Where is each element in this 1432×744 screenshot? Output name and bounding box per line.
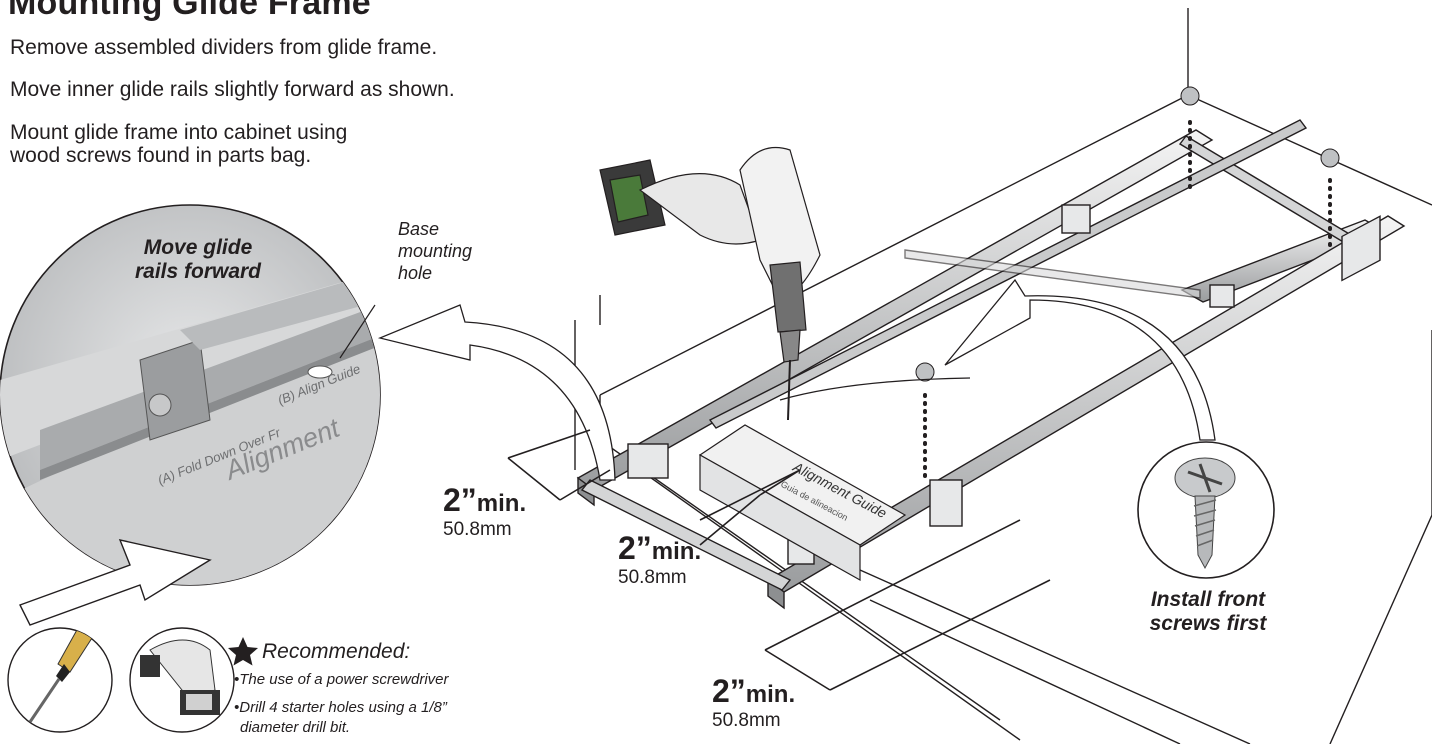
step-move-rails: Move inner glide rails slightly forward … [10, 78, 455, 101]
callout-install-front-screws: Install front screws first [1108, 588, 1308, 636]
drill-circle [129, 627, 235, 733]
step-mount-frame-line1: Mount glide frame into cabinet using [10, 121, 348, 144]
star-icon [228, 637, 258, 666]
recommended-item-starter-holes: •Drill 4 starter holes using a 1/8” [234, 699, 447, 716]
callout-base-line3: hole [398, 263, 433, 283]
callout-move-glide-line1: Move glide [143, 236, 253, 259]
screw-detail-circle [1137, 441, 1275, 579]
dimension-metric: 50.8mm [443, 519, 512, 540]
zoom-detail-circle: (B) Align Guide Alignment (A) Fold Down … [0, 204, 381, 626]
callout-install-line2: screws first [1149, 612, 1267, 635]
forward-arrow-icon [19, 539, 212, 626]
dimension-unit: min. [745, 681, 796, 708]
dimension-metric: 50.8mm [618, 567, 687, 588]
callout-install-line1: Install front [1150, 588, 1266, 611]
callout-base-line2: mounting [398, 241, 473, 261]
dimension-unit: min. [476, 490, 527, 517]
drill-icon [140, 639, 220, 715]
dimension-label-center: 2”min. 50.8mm [618, 530, 701, 589]
power-drill-image [599, 146, 821, 421]
recommended-title: Recommended: [262, 640, 411, 663]
screw-markers [915, 86, 1340, 382]
screw-dotted-lines [923, 120, 1332, 482]
dimension-arrows [507, 429, 1051, 691]
curved-arrows [377, 278, 1216, 481]
callout-base-line1: Base [398, 219, 440, 239]
screwdriver-circle [7, 627, 113, 733]
screw-icon [1174, 457, 1236, 570]
dimension-label-bottom: 2”min. 50.8mm [712, 673, 795, 732]
callout-move-glide-line2: rails forward [134, 260, 262, 283]
page-title: Mounting Glide Frame [8, 0, 371, 22]
callout-move-glide-rails: Move glide rails forward [108, 236, 288, 284]
dimension-metric: 50.8mm [712, 710, 781, 731]
recommended-item-power-screwdriver: •The use of a power screwdriver [234, 671, 449, 688]
dimension-label-left: 2”min. 50.8mm [443, 482, 526, 541]
alignment-guide-box [698, 424, 907, 582]
dimension-value: 2” [712, 673, 746, 709]
recommended-item-drill-bit: diameter drill bit. [240, 719, 351, 736]
step-remove-dividers: Remove assembled dividers from glide fra… [10, 36, 438, 59]
dimension-value: 2” [443, 482, 477, 518]
glide-frame [576, 119, 1406, 610]
step-mount-frame-line2: wood screws found in parts bag. [10, 144, 312, 167]
dimension-value: 2” [618, 530, 652, 566]
dimension-unit: min. [651, 538, 702, 565]
callout-base-mounting-hole: Base mounting hole [398, 218, 472, 284]
